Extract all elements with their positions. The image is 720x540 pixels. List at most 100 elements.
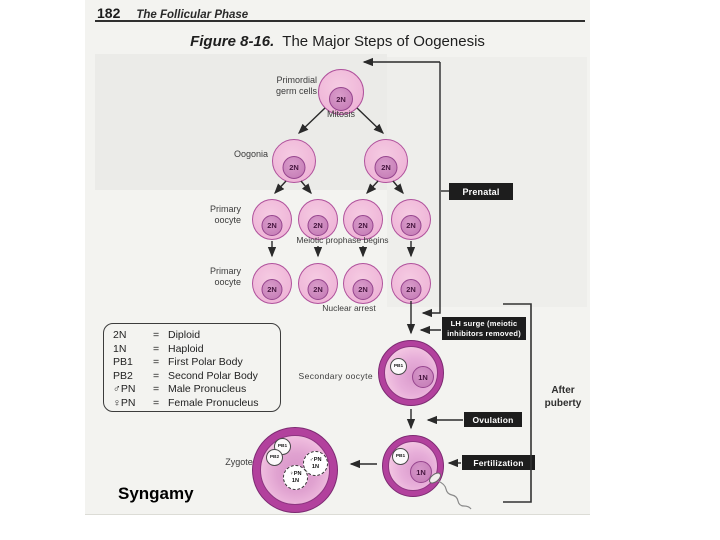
callout-fertilization: Fertilization: [462, 455, 535, 470]
male-pn-label: ♂PN: [309, 457, 322, 464]
cell-nucleus: 2N: [261, 279, 283, 300]
female-pronucleus: ♀PN 1N: [283, 465, 308, 490]
polar-body-1: PB1: [392, 448, 409, 465]
legend-equals: =: [153, 369, 160, 382]
legend-row: PB1 = First Polar Body: [113, 356, 276, 370]
legend-term: PB1: [113, 356, 133, 369]
label-line: Primary: [210, 204, 241, 214]
arrested-primary-oocyte-cell: 2N: [252, 263, 292, 304]
primary-oocyte-cell: 2N: [343, 199, 383, 240]
figure-title: The Major Steps of Oogenesis: [282, 33, 485, 50]
primordial-germ-cell: 2N: [318, 69, 364, 115]
ploidy-label: 2N: [358, 285, 368, 294]
legend-row: PB2 = Second Polar Body: [113, 370, 276, 384]
ploidy-label: 2N: [313, 221, 323, 230]
pb1-label: PB1: [393, 364, 404, 369]
oogonium-cell: 2N: [364, 139, 408, 183]
cell-cytoplasm: PB1 1N: [388, 441, 438, 491]
ploidy-label: 1N: [291, 477, 300, 484]
ploidy-label: 2N: [358, 221, 368, 230]
figure-number: Figure 8-16.: [190, 33, 275, 50]
figure-caption: Figure 8-16. The Major Steps of Oogenesi…: [85, 33, 590, 50]
ploidy-label: 2N: [406, 221, 416, 230]
legend-definition: First Polar Body: [168, 356, 243, 369]
polar-body-1: PB1: [390, 358, 407, 375]
label-line: oocyte: [214, 276, 241, 287]
cell-nucleus: 2N: [329, 87, 353, 111]
callout-line: LH surge (meiotic: [450, 318, 518, 328]
legend-equals: =: [153, 356, 160, 369]
cell-nucleus: 2N: [352, 279, 374, 300]
cell-nucleus: 2N: [400, 215, 422, 236]
legend-definition: Diploid: [168, 329, 201, 341]
callout-prenatal: Prenatal: [449, 183, 513, 200]
page-number: 182: [97, 5, 121, 21]
legend-definition: Female Pronucleus: [168, 396, 259, 409]
arrested-primary-oocyte-cell: 2N: [298, 263, 338, 304]
label-line: Primary: [210, 266, 241, 276]
pb2-label: PB2: [269, 455, 280, 460]
legend-definition: Haploid: [168, 342, 204, 355]
callout-lh-surge: LH surge (meiotic inhibitors removed): [442, 317, 526, 340]
cell-nucleus: 2N: [307, 215, 329, 236]
secondary-oocyte-cell: PB1 1N: [378, 340, 444, 406]
arrested-primary-oocyte-cell: 2N: [391, 263, 431, 304]
ploidy-label: 1N: [311, 463, 320, 470]
cell-cytoplasm: PB1 PB2 ♂PN 1N ♀PN 1N: [260, 435, 330, 505]
label-line: oocyte: [214, 214, 241, 225]
cell-nucleus: 2N: [307, 279, 329, 300]
cell-nucleus: 1N: [412, 366, 434, 388]
label-mitosis: Mitosis: [326, 109, 355, 119]
label-zygote: Zygote: [225, 457, 253, 467]
legend-term: PB2: [113, 369, 133, 382]
chapter-title: The Follicular Phase: [136, 9, 249, 21]
legend-row: 2N = Diploid: [113, 329, 276, 343]
label-nuclear-arrest: Nuclear arrest: [322, 303, 376, 313]
cell-cytoplasm: PB1 1N: [384, 346, 438, 400]
legend-term: 1N: [113, 342, 127, 355]
ploidy-label: 2N: [267, 285, 277, 294]
label-meiotic-prophase: Meiotic prophase begins: [296, 235, 389, 245]
oogonium-cell: 2N: [272, 139, 316, 183]
zygote-cell: PB1 PB2 ♂PN 1N ♀PN 1N: [252, 427, 338, 513]
cell-nucleus: 2N: [400, 279, 422, 300]
legend-row: 1N = Haploid: [113, 343, 276, 357]
label-oogonia: Oogonia: [233, 149, 268, 159]
legend-equals: =: [153, 383, 160, 396]
label-line: germ cells: [275, 85, 317, 96]
ploidy-label: 2N: [381, 163, 391, 172]
ploidy-label: 2N: [267, 221, 277, 230]
legend-definition: Second Polar Body: [168, 369, 258, 382]
pb1-label: PB1: [395, 454, 406, 459]
primary-oocyte-cell: 2N: [252, 199, 292, 240]
ploidy-label: 2N: [313, 285, 323, 294]
cell-nucleus: 2N: [282, 156, 306, 179]
caption-syngamy: Syngamy: [118, 484, 194, 503]
cell-nucleus: 1N: [410, 461, 432, 483]
polar-body-2: PB2: [266, 449, 283, 466]
callout-line: inhibitors removed): [447, 328, 521, 338]
legend-term: ♂PN: [113, 383, 136, 396]
ploidy-label: 2N: [336, 94, 346, 104]
label-primordial-germ-cells: Primordial germ cells: [245, 75, 317, 97]
callout-ovulation: Ovulation: [464, 412, 522, 427]
legend-equals: =: [153, 329, 160, 341]
pb1-label: PB1: [277, 444, 288, 449]
legend-term: ♀PN: [113, 396, 136, 409]
ploidy-label: 2N: [289, 163, 299, 172]
page-header: 182 The Follicular Phase: [97, 5, 248, 21]
ploidy-label: 2N: [406, 285, 416, 294]
legend-row: ♂PN = Male Pronucleus: [113, 383, 276, 397]
legend-term: 2N: [113, 329, 127, 341]
header-rule: [95, 20, 585, 22]
legend-row: ♀PN = Female Pronucleus: [113, 397, 276, 411]
label-after-puberty: After puberty: [534, 385, 592, 410]
legend-box: 2N = Diploid 1N = Haploid PB1 = First Po…: [103, 323, 281, 412]
textbook-page: 182 The Follicular Phase Figure 8-16. Th…: [85, 0, 590, 515]
label-secondary-oocyte: Secondary oocyte: [298, 371, 373, 381]
female-pn-label: ♀PN: [289, 471, 302, 478]
ploidy-label: 1N: [418, 372, 428, 382]
label-line: After: [551, 385, 575, 396]
label-line: Primordial: [276, 75, 317, 85]
